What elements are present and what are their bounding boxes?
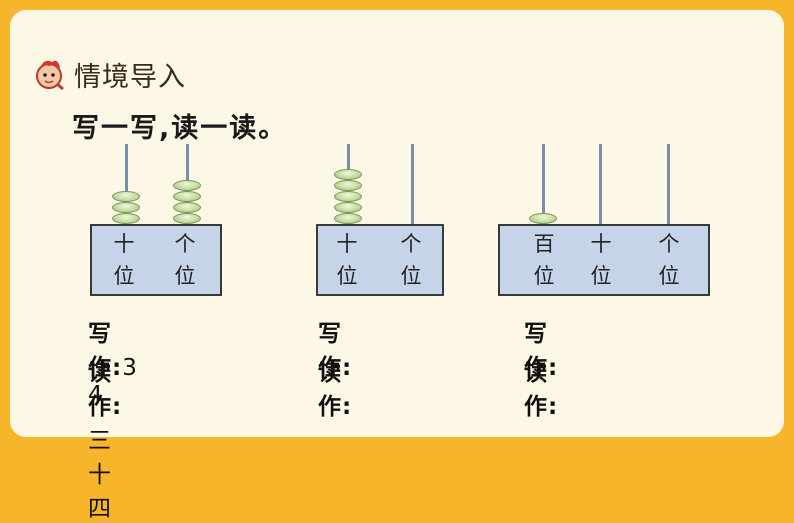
abacus-base: [316, 224, 444, 296]
abacus-bead: [529, 213, 557, 224]
read-label: 读作:: [318, 360, 353, 420]
write-row: 写作:: [524, 314, 558, 382]
read-row: 读作:: [318, 353, 352, 421]
section-title: 情境导入: [74, 61, 186, 93]
write-label: 写作:: [524, 321, 559, 381]
place-label: 位: [336, 264, 358, 288]
abacus-bead: [112, 191, 140, 202]
read-label: 读作:: [88, 360, 123, 420]
read-value: 三十四: [88, 428, 112, 522]
rod-tens: [125, 144, 128, 224]
cartoon-character-icon: [32, 56, 68, 92]
place-label: 位: [174, 264, 196, 288]
place-label: 位: [590, 264, 612, 288]
read-row: 读作:: [524, 353, 558, 421]
place-label: 位: [533, 264, 555, 288]
place-label: 位: [113, 264, 135, 288]
place-label: 个: [658, 232, 680, 256]
abacus-base: [498, 224, 710, 296]
place-label: 个: [174, 232, 196, 256]
abacus-bead: [173, 202, 201, 213]
abacus-bead: [173, 191, 201, 202]
abacus-bead: [112, 202, 140, 213]
abacus-bead: [334, 213, 362, 224]
abacus-bead: [334, 202, 362, 213]
write-value: 3 4: [88, 355, 141, 408]
slide-frame: 情境导入 写一写,读一读。 十 个 位 位 写作:3 4 读作:三十四 十 个 …: [10, 10, 784, 522]
abacus-bead: [173, 213, 201, 224]
rod-ones: [411, 144, 414, 224]
rod-tens: [599, 144, 602, 224]
place-label: 十: [336, 232, 358, 256]
place-label: 个: [400, 232, 422, 256]
abacus-bead: [334, 191, 362, 202]
section-header: 情境导入: [32, 54, 186, 94]
write-label: 写作:: [88, 321, 123, 381]
write-row: 写作:: [318, 314, 352, 382]
abacus-base: [90, 224, 222, 296]
abacus-bead: [334, 169, 362, 180]
rod-hundreds: [542, 144, 545, 224]
place-label: 十: [590, 232, 612, 256]
abacus-bead: [112, 213, 140, 224]
abacus-bead: [173, 180, 201, 191]
write-label: 写作:: [318, 321, 353, 381]
abacus-bead: [334, 180, 362, 191]
read-label: 读作:: [524, 360, 559, 420]
place-label: 位: [658, 264, 680, 288]
place-label: 十: [113, 232, 135, 256]
place-label: 百: [533, 232, 555, 256]
place-label: 位: [400, 264, 422, 288]
write-row: 写作:3 4: [88, 314, 141, 408]
instruction-text: 写一写,读一读。: [72, 113, 288, 144]
rod-ones: [667, 144, 670, 224]
read-row: 读作: 三十四: [88, 353, 122, 523]
